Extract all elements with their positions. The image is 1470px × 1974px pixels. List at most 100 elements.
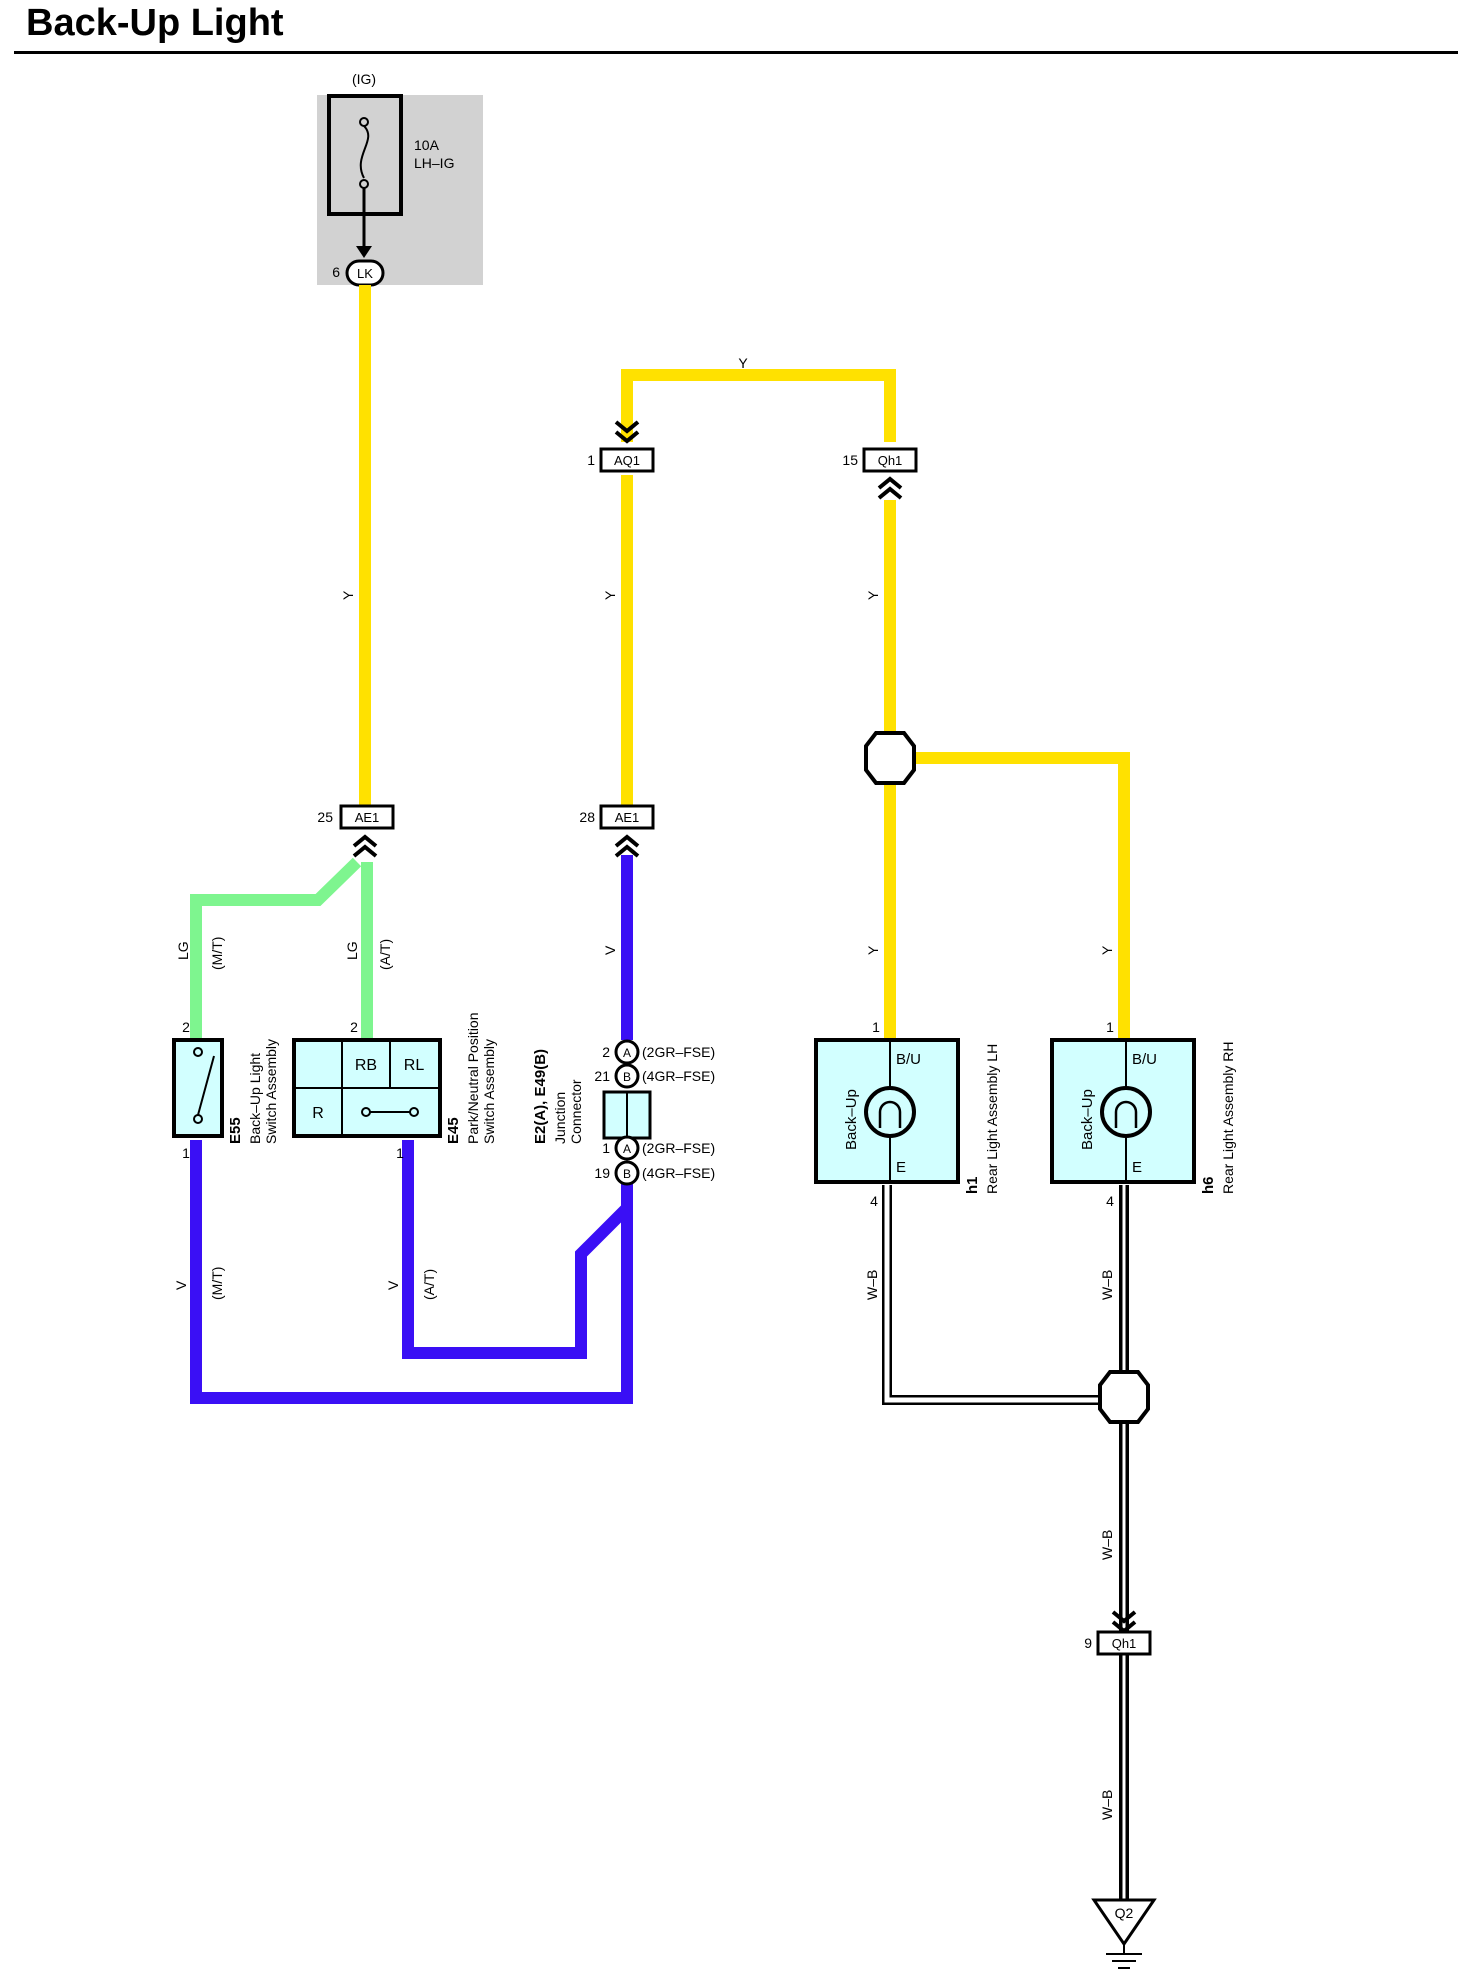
ground-q2-label: Q2 (1115, 1905, 1134, 1921)
fuse-rating: 10A (414, 137, 440, 153)
h6-bulb-label: Back–Up (1079, 1089, 1096, 1150)
e45-desc-line2: Switch Assembly (481, 1039, 497, 1144)
h6-desc: Rear Light Assembly RH (1220, 1041, 1236, 1194)
ae1-25-pin: 25 (317, 809, 333, 825)
connector-qh1-9 (1096, 1630, 1152, 1656)
ground-symbol (1091, 1898, 1157, 1947)
e55-desc-line2: Switch Assembly (263, 1039, 279, 1144)
ae1-28-pin: 28 (579, 809, 595, 825)
connector-lk-label: LK (357, 266, 373, 281)
h6-pin-top: 1 (1106, 1019, 1114, 1035)
qh1-15-chevron-icon (877, 476, 903, 500)
qh1-9-name: Qh1 (1112, 1636, 1137, 1651)
h6-pin-bottom: 4 (1106, 1193, 1114, 1209)
switch-icon (193, 1047, 215, 1124)
h1-desc: Rear Light Assembly LH (984, 1044, 1000, 1194)
h6-term-bottom: E (1132, 1159, 1142, 1176)
ground-icon (1106, 1944, 1142, 1969)
junction-code: E2(A), E49(B) (532, 1049, 549, 1144)
h1-pin-bottom: 4 (870, 1193, 878, 1209)
violet-wires (190, 855, 633, 1404)
wire-label-lg-mt: LG (175, 941, 191, 960)
wire-v-at (402, 1140, 632, 1359)
h1-bulb-label: Back–Up (843, 1089, 860, 1150)
wire-label-aq1-down: Y (602, 590, 618, 600)
yellow-wires (359, 285, 1130, 1040)
junction-desc-line2: Connector (568, 1079, 584, 1144)
bulb-icon (864, 1086, 916, 1138)
junction-connector: 2 A (2GR–FSE) 21 B (4GR–FSE) 1 A (2GR–FS… (594, 1039, 715, 1186)
wire-label-v-at: V (385, 1280, 401, 1290)
e45-desc-line1: Park/Neutral Position (465, 1012, 481, 1144)
e45-pin-bottom: 1 (396, 1145, 404, 1161)
wire-v-mt (190, 1140, 633, 1404)
ae1-25-chevron-icon (352, 834, 378, 858)
junction-row1-pin: 2 (602, 1044, 610, 1060)
wb-wires (882, 1185, 1129, 1900)
wire-label-qh1-down: Y (865, 590, 881, 600)
wire-label-lg-at: LG (344, 941, 360, 960)
page-title: Back-Up Light (26, 2, 284, 44)
connector-qh1-15 (862, 447, 918, 473)
wire-label-ae1-28-down: V (602, 945, 618, 955)
qh1-9-pin: 9 (1084, 1635, 1092, 1651)
wire-label-top-loop: Y (738, 355, 748, 371)
wire-label-wb-rh: W–B (1099, 1270, 1115, 1300)
fuse-element (356, 117, 372, 258)
aq1-pin: 1 (587, 452, 595, 468)
wire-top-loop (621, 369, 896, 442)
qh1-15-name: Qh1 (878, 453, 903, 468)
bulb-icon (1100, 1086, 1152, 1138)
green-wires (190, 857, 373, 1040)
wire-label-wb-ground: W–B (1099, 1790, 1115, 1820)
junction-row1-conn: A (623, 1046, 631, 1060)
wire-splice-to-rh (890, 752, 1130, 1040)
wire-label-lh-feed: Y (865, 945, 881, 955)
connector-ae1-25 (339, 804, 395, 830)
title-rule (14, 51, 1458, 54)
junction-row3-conn: A (623, 1142, 631, 1156)
wire-label-lk-ae1: Y (340, 590, 356, 600)
junction-row2-conn: B (623, 1070, 631, 1084)
fuse-source-label: (IG) (352, 71, 376, 87)
h1-term-top: B/U (896, 1051, 921, 1068)
qh1-15-pin: 15 (842, 452, 858, 468)
junction-row3-note: (2GR–FSE) (642, 1140, 715, 1156)
junction-row4-conn: B (623, 1167, 631, 1181)
h1-code: h1 (964, 1176, 981, 1194)
e45-code: E45 (445, 1117, 462, 1144)
h6-rear-light-rh (1050, 1038, 1196, 1184)
ae1-25-name: AE1 (355, 810, 380, 825)
e45-cell-rb: RB (355, 1057, 377, 1074)
e55-switch (172, 1038, 224, 1138)
aq1-chevron-icon (614, 420, 640, 444)
wire-label-rh-feed: Y (1099, 945, 1115, 955)
e55-pin-bottom: 1 (182, 1145, 190, 1161)
e45-pin-top: 2 (350, 1019, 358, 1035)
e55-code: E55 (227, 1117, 244, 1144)
junction-row4-note: (4GR–FSE) (642, 1165, 715, 1181)
h6-term-top: B/U (1132, 1051, 1157, 1068)
aq1-name: AQ1 (614, 453, 640, 468)
wire-label-lg-at-note: (A/T) (377, 939, 393, 970)
junction-row3-pin: 1 (602, 1140, 610, 1156)
fuse-pin: 6 (332, 264, 340, 280)
wire-label-v-mt: V (173, 1280, 189, 1290)
wire-label-wb-main: W–B (1099, 1530, 1115, 1560)
splice-wb (1098, 1370, 1150, 1424)
junction-desc-line1: Junction (552, 1092, 568, 1144)
h6-code: h6 (1200, 1176, 1217, 1194)
splice-yellow (864, 731, 916, 785)
wire-label-v-mt-note: (M/T) (209, 1267, 225, 1300)
junction-row2-note: (4GR–FSE) (642, 1068, 715, 1084)
wire-label-wb-lh: W–B (864, 1270, 880, 1300)
fuse-name: LH–IG (414, 155, 454, 171)
ae1-28-chevron-icon (614, 834, 640, 858)
connector-ae1-28 (599, 804, 655, 830)
e55-desc-line1: Back–Up Light (247, 1053, 263, 1144)
h1-term-bottom: E (896, 1159, 906, 1176)
connector-aq1 (599, 447, 655, 473)
e55-pin-top: 2 (182, 1019, 190, 1035)
junction-row2-pin: 21 (594, 1068, 610, 1084)
